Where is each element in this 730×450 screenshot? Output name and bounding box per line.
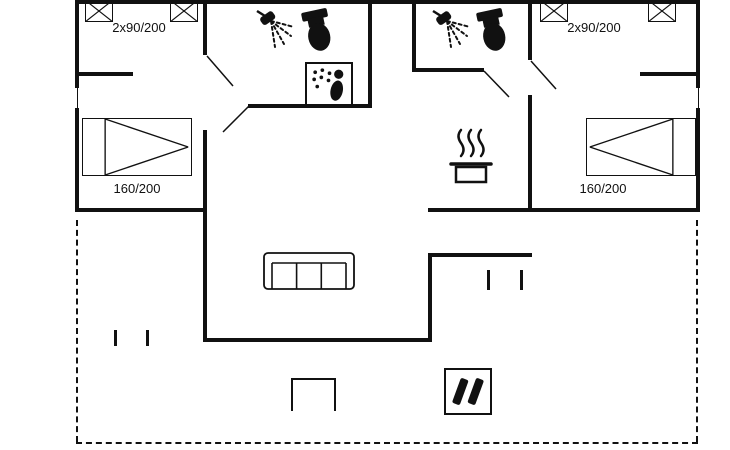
wall-bath-right-west [412,0,416,72]
wall-right-lower [696,108,700,212]
terrace-post-icon [146,330,149,346]
single-bed-icon [170,0,198,22]
double-bed-icon [82,118,192,176]
shower-icon [430,6,474,52]
terrace-outline-bottom [76,442,698,444]
shower-icon [254,6,298,52]
sofa-icon [262,250,356,292]
bed-size-label: 160/200 [113,181,161,196]
wall-left-lower [75,108,79,212]
wall-top [75,0,700,4]
single-bed-icon [648,0,676,22]
terrace-post-icon [114,330,117,346]
wall-bedroom-tr-west-upper [528,0,532,60]
window-right [698,88,699,108]
wall-living-bottom [203,338,432,342]
bed-size-label: 2x90/200 [567,20,621,35]
wood-stove-icon [444,368,492,415]
wall-bottom-left [75,208,207,212]
terrace-post-icon [487,270,490,290]
wall-living-left [203,208,207,342]
bed-size-label: 2x90/200 [112,20,166,35]
terrace-post-icon [520,270,523,290]
wall-right-upper [696,0,700,88]
wall-bath-right-south [412,68,484,72]
single-bed-icon [540,0,568,22]
window-left [77,88,78,108]
terrace-outline-right [696,220,698,442]
cooking-pot-icon [447,126,495,186]
wall-bedroom-divider-left [75,72,133,76]
wall-left-upper [75,0,79,88]
wall-bath-left-east [368,0,372,108]
bed-size-label: 160/200 [579,181,627,196]
wall-bottom-right [428,208,700,212]
wall-hall-left [203,130,207,208]
wall-living-right [428,253,432,342]
whirlpool-bath-icon [305,62,353,106]
terrace-outline-left [76,220,78,442]
double-bed-icon [586,118,696,176]
toilet-icon [474,8,512,54]
wall-bath-left-west [203,0,207,55]
wall-dining-stub [428,253,532,257]
wall-bedroom-tr-west-lower [528,95,532,212]
steps-icon [291,378,336,411]
toilet-icon [299,8,337,54]
wall-bath-left-south [248,104,372,108]
wall-bedroom-divider-right [640,72,700,76]
